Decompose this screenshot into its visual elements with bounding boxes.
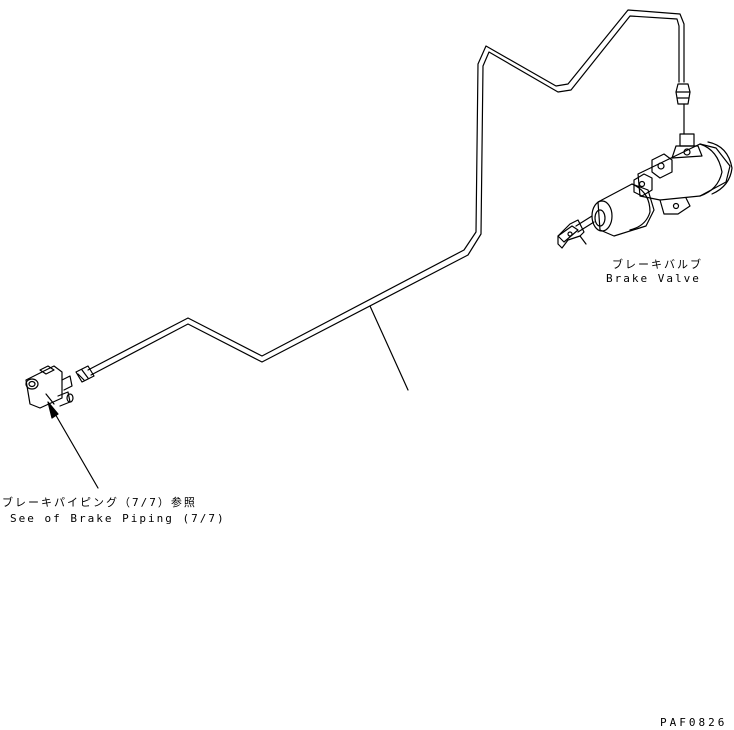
brake-pipe <box>87 9 685 376</box>
figure-code: PAF0826 <box>660 716 728 729</box>
pipe-leader-line <box>369 305 409 391</box>
see-reference-label-jp: ブレーキパイピング（7/7）参照 <box>2 496 197 509</box>
brake-valve-assembly <box>557 103 733 249</box>
tee-leader-arrow <box>47 401 99 489</box>
tee-fitting <box>25 365 74 409</box>
brake-valve-label-jp: ブレーキバルブ <box>612 258 703 271</box>
see-reference-label-en: See of Brake Piping (7/7) <box>10 512 226 525</box>
brake-valve-label-en: Brake Valve <box>606 272 701 285</box>
pipe-nut-left <box>75 365 95 383</box>
pipe-nut-right <box>675 83 691 105</box>
